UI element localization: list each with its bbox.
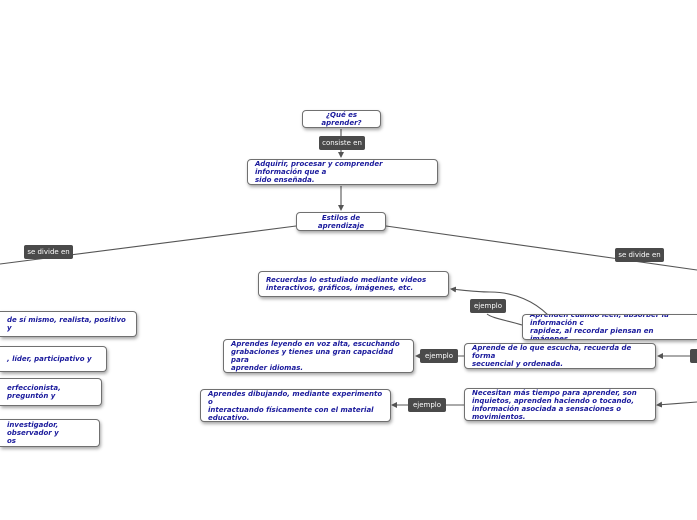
node-estilo-visual[interactable]: Aprenden cuando leen, absorber la inform… xyxy=(522,314,697,340)
node-estilo-izquierdo-3-text: erfeccionista, preguntón y xyxy=(7,384,61,400)
label-ejemplo-auditivo-text: ejemplo xyxy=(424,352,454,360)
edge-visual-example xyxy=(450,286,549,316)
node-estilo-izquierdo-2[interactable]: , líder, participativo y xyxy=(0,346,107,372)
label-ejemplo-kinestesico-text: ejemplo xyxy=(412,401,442,409)
node-ejemplo-visual[interactable]: Recuerdas lo estudiado mediante videos i… xyxy=(258,271,449,297)
node-ejemplo-auditivo-text: Aprendes leyendo en voz alta, escuchando… xyxy=(231,340,400,372)
node-estilo-izquierdo-2-text: , líder, participativo y xyxy=(7,355,92,363)
node-estilos-text: Estilos de aprendizaje xyxy=(317,213,365,230)
label-stub-right xyxy=(690,349,697,363)
label-se-divide-derecha-text: se divide en xyxy=(618,251,661,259)
edge-styles-right xyxy=(385,225,697,271)
node-estilo-izquierdo-3[interactable]: erfeccionista, preguntón y xyxy=(0,378,102,406)
label-consiste-en[interactable]: consiste en xyxy=(319,136,365,150)
node-estilo-kinestesico-text: Necesitan más tiempo para aprender, son … xyxy=(472,388,637,421)
label-se-divide-izquierda-text: se divide en xyxy=(27,248,70,256)
label-ejemplo-visual-text: ejemplo xyxy=(473,302,503,310)
node-estilo-izquierdo-4-text: investigador, observador y os xyxy=(7,421,59,445)
node-estilo-auditivo[interactable]: Aprende de lo que escucha, recuerda de f… xyxy=(464,343,656,369)
node-que-es-aprender[interactable]: ¿Qué es aprender? xyxy=(302,110,381,128)
node-que-es-aprender-text: ¿Qué es aprender? xyxy=(321,111,362,127)
label-ejemplo-auditivo[interactable]: ejemplo xyxy=(420,349,458,363)
node-ejemplo-kinestesico-text: Aprendes dibujando, mediante experimento… xyxy=(208,389,383,422)
node-ejemplo-visual-text: Recuerdas lo estudiado mediante videos i… xyxy=(266,276,427,292)
label-se-divide-en-izquierda[interactable]: se divide en xyxy=(24,245,73,259)
node-definicion-text: Adquirir, procesar y comprender informac… xyxy=(255,160,383,184)
node-ejemplo-kinestesico[interactable]: Aprendes dibujando, mediante experimento… xyxy=(200,389,391,422)
edge-right-kinesthetic xyxy=(656,401,697,408)
node-estilo-izquierdo-1[interactable]: de sí mismo, realista, positivo y xyxy=(0,311,137,337)
node-estilos-de-aprendizaje[interactable]: Estilos de aprendizaje xyxy=(296,212,386,231)
edge-visual-example-tail xyxy=(486,313,523,326)
node-ejemplo-auditivo[interactable]: Aprendes leyendo en voz alta, escuchando… xyxy=(223,339,414,373)
node-estilo-izquierdo-4[interactable]: investigador, observador y os xyxy=(0,419,100,447)
label-ejemplo-visual[interactable]: ejemplo xyxy=(470,299,506,313)
label-consiste-en-text: consiste en xyxy=(322,139,362,147)
label-ejemplo-kinestesico[interactable]: ejemplo xyxy=(408,398,446,412)
node-estilo-visual-text: Aprenden cuando leen, absorber la inform… xyxy=(530,314,669,340)
node-estilo-kinestesico[interactable]: Necesitan más tiempo para aprender, son … xyxy=(464,388,656,421)
label-se-divide-en-derecha[interactable]: se divide en xyxy=(615,248,664,262)
node-estilo-izquierdo-1-text: de sí mismo, realista, positivo y xyxy=(7,316,126,332)
node-estilo-auditivo-text: Aprende de lo que escucha, recuerda de f… xyxy=(472,344,632,368)
node-definicion[interactable]: Adquirir, procesar y comprender informac… xyxy=(247,159,438,185)
